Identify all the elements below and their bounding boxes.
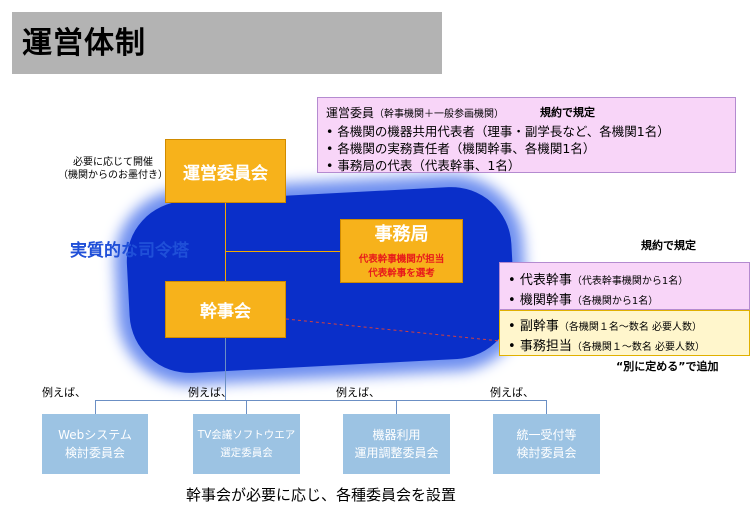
steering-committee-label: 運営委員会 <box>183 163 268 184</box>
meeting-note-line: （機関からのお墨付き） <box>58 170 168 181</box>
list-item: • 副幹事（各機関１名～数名 必要人数） <box>508 319 703 334</box>
committee-line: 選定委員会 <box>220 447 273 459</box>
heading-text: 運営委員 <box>326 106 375 120</box>
example-label: 例えば、 <box>188 386 232 399</box>
list-item-note: （代表幹事機関から1名） <box>571 276 689 287</box>
tree-drop <box>95 400 96 414</box>
heading-note: （幹事機関＋一般参画機関） <box>374 109 505 120</box>
secretariat-sub: 代表幹事を選考 <box>368 268 435 279</box>
page-title: 運営体制 <box>22 26 146 61</box>
list-item: • 各機関の実務責任者（機関幹事、各機関1名） <box>326 141 596 156</box>
committee-line: 機器利用 <box>372 428 421 442</box>
exec-extra-box: • 副幹事（各機関１名～数名 必要人数） • 事務担当（各機関１～数名 必要人数… <box>499 310 750 356</box>
secretariat-sub: 代表幹事機関が担当 <box>358 254 445 265</box>
example-label: 例えば、 <box>42 386 86 399</box>
list-item-text: 副幹事 <box>519 319 559 334</box>
list-item-text: 代表幹事 <box>519 273 572 288</box>
executive-committee-box: 幹事会 <box>165 281 286 338</box>
list-item: • 事務局の代表（代表幹事、1名） <box>326 158 521 173</box>
extra-note: “別に定める”で追加 <box>616 360 719 373</box>
list-item-text: 事務局の代表（代表幹事、1名） <box>337 158 521 173</box>
connector-secretariat <box>225 251 340 252</box>
footer-caption: 幹事会が必要に応じ、各種委員会を設置 <box>186 486 457 504</box>
list-item-note: （各機関１～数名 必要人数） <box>571 342 706 353</box>
steering-members-box: 運営委員（幹事機関＋一般参画機関） 規約で規定 • 各機関の機器共用代表者（理事… <box>317 97 736 173</box>
dashed-connector <box>286 318 501 342</box>
exec-members-box: • 代表幹事（代表幹事機関から1名） • 機関幹事（各機関から1名） <box>499 262 750 310</box>
tree-trunk <box>225 338 226 400</box>
committee-line: 運用調整委員会 <box>354 446 439 460</box>
committee-line: 統一受付等 <box>516 428 577 442</box>
steering-committee-box: 運営委員会 <box>165 139 286 203</box>
list-item-text: 各機関の実務責任者（機関幹事、各機関1名） <box>337 141 596 156</box>
list-item-text: 事務担当 <box>519 339 572 354</box>
tree-drop <box>396 400 397 414</box>
tree-drop <box>546 400 547 414</box>
list-item-text: 各機関の機器共用代表者（理事・副学長など、各機関1名） <box>337 124 670 139</box>
exec-rule-label: 規約で規定 <box>641 239 696 252</box>
meeting-note: 必要に応じて開催 （機関からのお墨付き） <box>58 156 168 182</box>
list-item: • 機関幹事（各機関から1名） <box>508 293 659 308</box>
committee-line: Webシステム <box>58 428 132 442</box>
list-item-text: 機関幹事 <box>519 293 572 308</box>
committee-box-tv: TV会議ソフトウエア 選定委員会 <box>193 414 300 474</box>
list-item: • 事務担当（各機関１～数名 必要人数） <box>508 339 706 354</box>
tree-drop <box>246 400 247 414</box>
secretariat-box: 事務局 代表幹事機関が担当 代表幹事を選考 <box>340 219 463 283</box>
executive-committee-label: 幹事会 <box>200 302 251 322</box>
steering-members-heading: 運営委員（幹事機関＋一般参画機関） <box>326 104 504 121</box>
committee-line: 検討委員会 <box>64 446 125 460</box>
example-label: 例えば、 <box>490 386 534 399</box>
list-item: • 各機関の機器共用代表者（理事・副学長など、各機関1名） <box>326 124 670 139</box>
list-item-note: （各機関から1名） <box>571 296 659 307</box>
title-bar <box>12 12 442 74</box>
meeting-note-line: 必要に応じて開催 <box>73 157 153 168</box>
committee-line: TV会議ソフトウエア <box>197 429 296 441</box>
rule-label: 規約で規定 <box>540 106 595 119</box>
committee-box-reception: 統一受付等 検討委員会 <box>493 414 600 474</box>
committee-box-web: Webシステム 検討委員会 <box>42 414 148 474</box>
secretariat-label: 事務局 <box>374 224 429 245</box>
committee-line: 検討委員会 <box>516 446 577 460</box>
connector-steering-executive <box>225 203 226 281</box>
list-item-note: （各機関１名～数名 必要人数） <box>558 322 703 333</box>
tree-branch <box>95 400 547 401</box>
committee-box-equipment: 機器利用 運用調整委員会 <box>343 414 450 474</box>
command-tower-label: 実質的な司令塔 <box>70 241 189 261</box>
example-label: 例えば、 <box>336 386 380 399</box>
list-item: • 代表幹事（代表幹事機関から1名） <box>508 273 689 288</box>
